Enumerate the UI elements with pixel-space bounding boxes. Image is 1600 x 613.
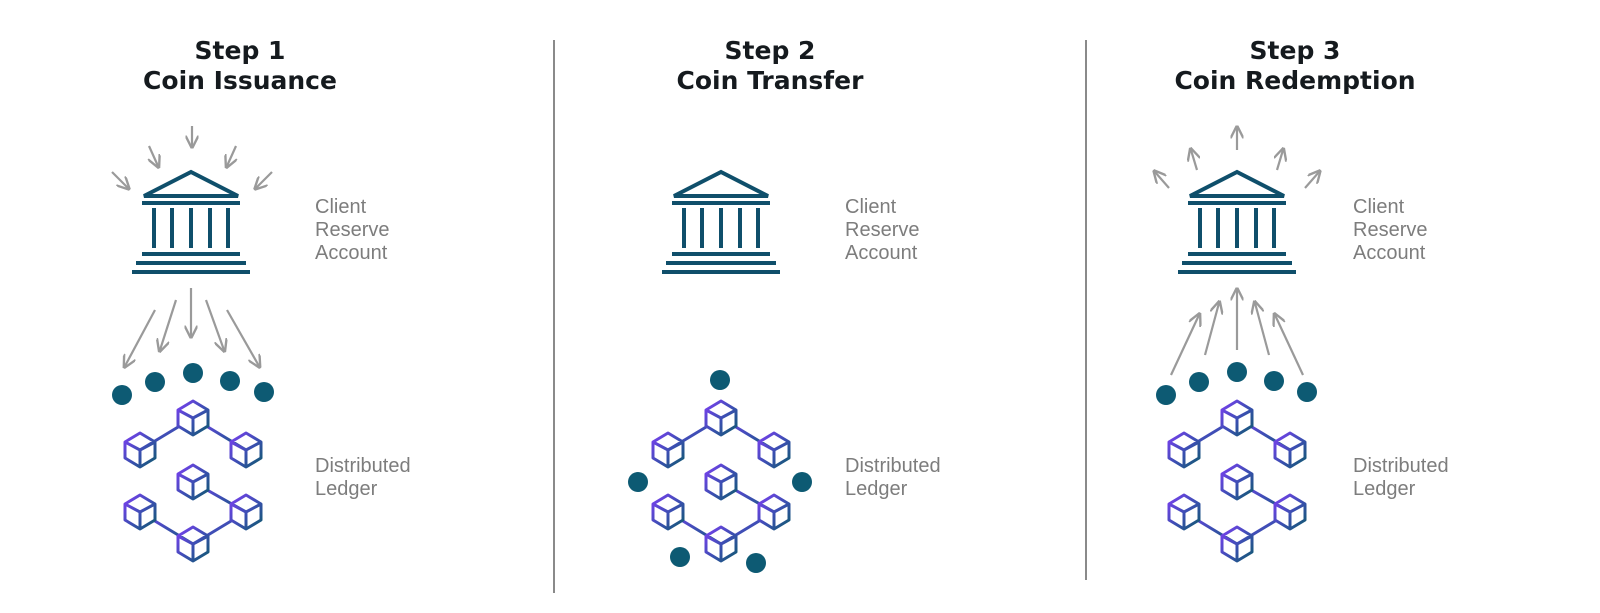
coins (112, 363, 274, 405)
step-2-panel: Step 2 Coin Transfer (560, 0, 1080, 613)
coin-icon (1227, 362, 1247, 382)
client-reserve-account-label: Client Reserve Account (315, 196, 390, 264)
coin-icon (710, 370, 730, 390)
coin-icon (220, 371, 240, 391)
client-reserve-account-label: Client Reserve Account (1353, 196, 1428, 264)
coin-icon (1189, 372, 1209, 392)
coin-icon (1264, 371, 1284, 391)
arrow-icon (1255, 303, 1271, 356)
distributed-ledger-label: Distributed Ledger (845, 455, 941, 500)
step-1-panel: Step 1 Coin Issuance (30, 0, 550, 613)
bank-icon (132, 169, 250, 274)
divider (1085, 40, 1087, 580)
coin-icon (1297, 382, 1317, 402)
distributed-ledger-label: Distributed Ledger (1353, 455, 1449, 500)
divider (553, 40, 555, 593)
step-2-number: Step 2 (724, 36, 816, 65)
step-3-diagram (1085, 0, 1600, 563)
arrow-icon (125, 309, 156, 366)
coin-icon (792, 472, 812, 492)
arrow-icon (1275, 315, 1304, 376)
coin-icon (112, 385, 132, 405)
distributed-ledger-icon (651, 399, 791, 563)
coin-icon (670, 547, 690, 567)
step-2-diagram (628, 169, 812, 573)
client-reserve-account-label: Client Reserve Account (845, 196, 920, 264)
distributed-ledger-icon (1167, 399, 1307, 563)
step-3-title: Step 3 Coin Redemption (1085, 36, 1505, 96)
arrow-icon (1277, 150, 1283, 171)
step-1-diagram (111, 126, 274, 563)
arrow-icon (226, 309, 259, 366)
arrow-icon (1304, 172, 1319, 189)
arrow-icon (111, 171, 128, 188)
arrow-icon (1203, 303, 1219, 356)
step-3-panel: Step 3 Coin Redemption (1085, 0, 1600, 613)
bank-icon (1178, 169, 1296, 274)
step-2-name: Coin Transfer (676, 66, 864, 95)
coin-icon (145, 372, 165, 392)
coin-icon (1156, 385, 1176, 405)
bank-icon (662, 169, 780, 274)
arrow-icon (1155, 172, 1170, 189)
arrow-icon (1191, 150, 1197, 171)
arrow-icon (227, 145, 236, 166)
distributed-ledger-icon (123, 399, 263, 563)
distributed-ledger-label: Distributed Ledger (315, 455, 411, 500)
coin-icon (746, 553, 766, 573)
step-1-name: Coin Issuance (143, 66, 337, 95)
issuance-arrows (125, 288, 259, 366)
coin-icon (183, 363, 203, 383)
step-2-title: Step 2 Coin Transfer (560, 36, 980, 96)
outgoing-arrows (1155, 128, 1319, 189)
coin-icon (254, 382, 274, 402)
step-1-number: Step 1 (194, 36, 286, 65)
arrow-icon (149, 145, 158, 166)
step-1-title: Step 1 Coin Issuance (30, 36, 450, 96)
coins (1156, 362, 1317, 405)
step-3-name: Coin Redemption (1174, 66, 1416, 95)
step-3-number: Step 3 (1249, 36, 1341, 65)
arrow-icon (160, 299, 178, 350)
coin-icon (628, 472, 648, 492)
arrow-icon (1170, 315, 1199, 376)
redemption-arrows (1170, 290, 1304, 376)
arrow-icon (204, 299, 224, 350)
incoming-arrows (111, 126, 273, 188)
coins (628, 370, 812, 573)
arrow-icon (256, 171, 273, 188)
